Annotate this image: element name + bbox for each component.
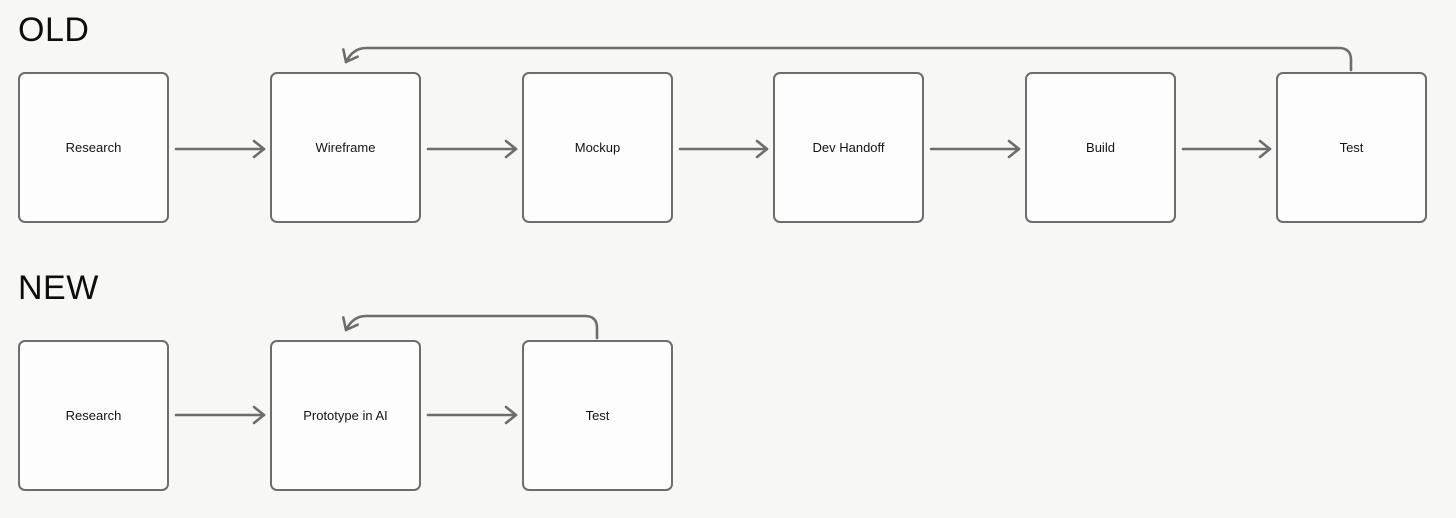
node-label: Mockup — [574, 139, 621, 155]
node-new-test: Test — [522, 340, 673, 491]
node-label: Prototype in AI — [303, 407, 388, 423]
node-new-prototype-in-ai: Prototype in AI — [270, 340, 421, 491]
node-label: Test — [585, 407, 610, 423]
node-label: Build — [1086, 139, 1115, 155]
node-label: Wireframe — [315, 139, 376, 155]
node-old-test: Test — [1276, 72, 1427, 223]
node-label: Research — [65, 139, 122, 155]
new-feedback-loop-arrow — [342, 314, 599, 340]
node-label: Test — [1339, 139, 1364, 155]
node-old-mockup: Mockup — [522, 72, 673, 223]
node-old-build: Build — [1025, 72, 1176, 223]
old-feedback-loop-arrow — [342, 46, 1353, 72]
node-new-research: Research — [18, 340, 169, 491]
node-label: Dev Handoff — [812, 139, 885, 155]
section-title-old: OLD — [18, 11, 90, 49]
node-old-wireframe: Wireframe — [270, 72, 421, 223]
node-old-research: Research — [18, 72, 169, 223]
section-title-new: NEW — [18, 269, 99, 307]
node-label: Research — [65, 407, 122, 423]
node-old-dev-handoff: Dev Handoff — [773, 72, 924, 223]
